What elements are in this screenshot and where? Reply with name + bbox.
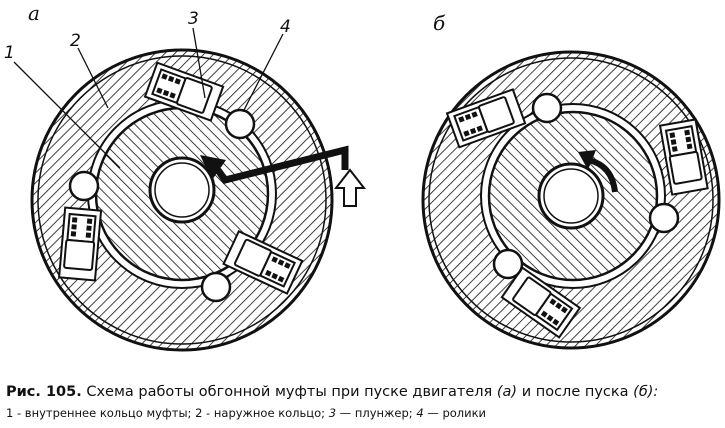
plunger-bottom (500, 266, 582, 339)
hub (148, 156, 216, 224)
clutch-diagram: а 1 2 3 4 б (4, 1, 721, 352)
caption-title: Рис. 105. Схема работы обгонной муфты пр… (6, 382, 721, 402)
drive-arrow (215, 145, 349, 184)
figure-number: Рис. 105. (6, 384, 82, 400)
rotation-arrow (587, 157, 618, 193)
view-a: а 1 2 3 4 (4, 1, 367, 352)
roller (68, 170, 100, 202)
caption-text: Схема работы обгонной муфты при пуске дв… (81, 384, 497, 400)
roller (492, 248, 524, 280)
figure-caption: Рис. 105. Схема работы обгонной муфты пр… (6, 382, 721, 422)
legend-sep: — (423, 406, 443, 420)
roller (648, 202, 680, 234)
callout-4: 4 (280, 17, 291, 37)
plunger-top (143, 61, 225, 122)
view-a-letter: а (28, 1, 40, 25)
callout-1: 1 (4, 43, 15, 63)
legend-text: плунжер; (354, 406, 417, 420)
legend-sep: - (202, 406, 214, 420)
plunger-right (658, 118, 709, 196)
caption-text: и после пуска (517, 384, 634, 400)
roller (224, 108, 256, 140)
caption-legend: 1 - внутреннее кольцо муфты; 2 - наружно… (6, 404, 721, 422)
legend-num: 4 (416, 406, 424, 420)
view-b: б (421, 11, 721, 350)
plunger-top (445, 88, 527, 149)
legend-text: внутреннее кольцо муфты; (24, 406, 196, 420)
roller (200, 271, 232, 303)
roller (531, 92, 563, 124)
legend-num: 2 (195, 406, 203, 420)
legend-num: 1 (6, 406, 14, 420)
plunger-left (58, 206, 103, 282)
caption-ref-a: (а) (496, 384, 518, 400)
plunger-bottom (222, 229, 304, 295)
legend-sep: — (336, 406, 355, 420)
legend-num: 3 (328, 406, 337, 420)
callout-3: 3 (188, 9, 199, 29)
callout-2: 2 (70, 31, 81, 51)
legend-text: ролики (442, 406, 487, 420)
legend-text: наружное кольцо; (213, 406, 329, 420)
caption-ref-b: (б): (633, 384, 659, 400)
legend-sep: - (13, 406, 25, 420)
input-arrow (333, 168, 367, 207)
hub (537, 162, 605, 230)
view-b-letter: б (433, 11, 446, 35)
